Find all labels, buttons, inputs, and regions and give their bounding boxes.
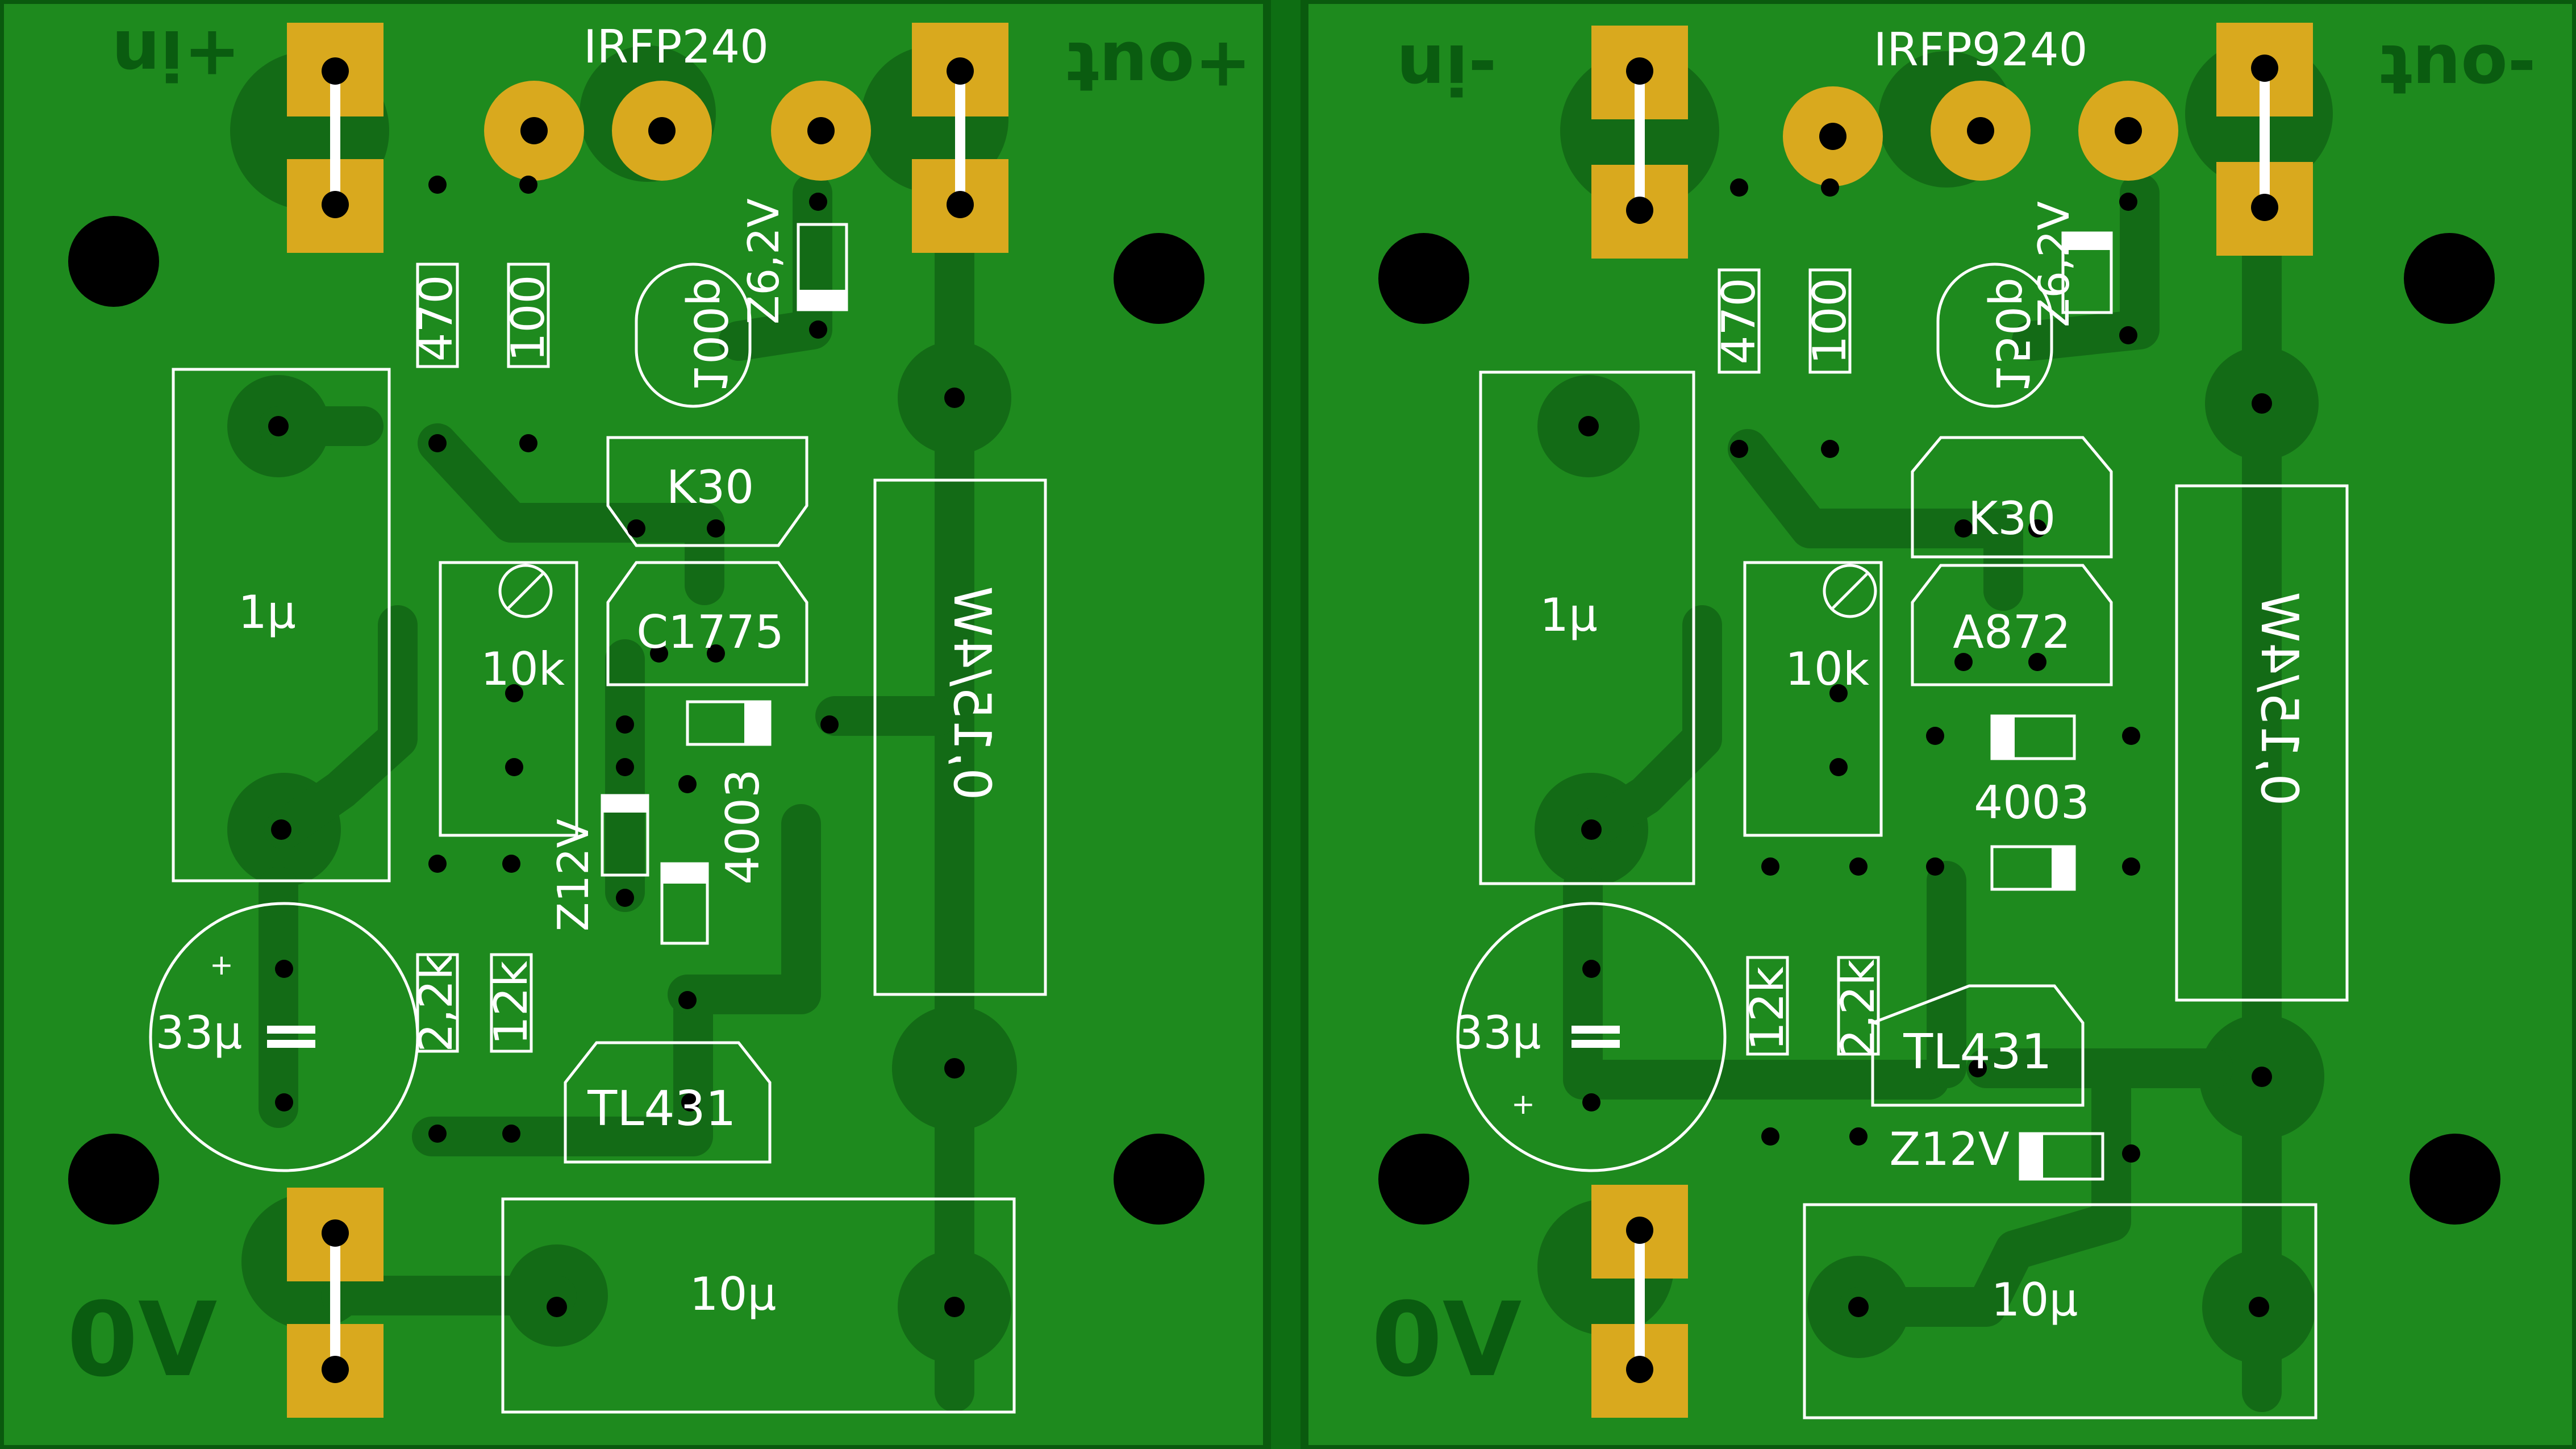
component-labels: IRFP9240 470 100 150p Z6,2V K30 A872 10k… <box>1454 23 2309 1326</box>
capacitor-big-label: 1µ <box>238 586 296 639</box>
drill-holes <box>68 57 1204 1383</box>
drill-holes <box>1378 55 2500 1383</box>
capacitor-small-label: 150p <box>1986 277 2039 393</box>
mosfet-label: IRFP9240 <box>1873 23 2087 76</box>
power-resistor-label: 0,15/4W <box>942 586 1002 801</box>
copper-label-out: +out <box>1066 26 1252 105</box>
silkscreen-outlines <box>1456 231 2349 1419</box>
zener-mid-label: Z12V <box>548 819 598 931</box>
resistor-12k-label: 12k <box>1741 966 1794 1051</box>
electrolytic-label: 33µ <box>1454 1006 1541 1059</box>
potentiometer-label: 10k <box>481 643 565 696</box>
capacitor-bottom-label: 10µ <box>1991 1273 2078 1326</box>
tl431-label: TL431 <box>587 1081 736 1137</box>
zener-top-label: Z6,2V <box>739 198 789 324</box>
terminal-links <box>330 63 965 1375</box>
tl431-label: TL431 <box>1903 1024 2052 1080</box>
zener-mid-label: Z12V <box>1889 1123 2010 1176</box>
pcb-board-right: -in -out 0V <box>1300 0 2576 1449</box>
diode-4003-label: 4003 <box>1974 776 2090 829</box>
copper-labels: -in -out 0V <box>1372 29 2536 1400</box>
electrolytic-plus: + <box>210 948 234 981</box>
copper-label-gnd: 0V <box>67 1281 218 1400</box>
copper-label-out: -out <box>2379 29 2536 108</box>
transistor-k30-label: K30 <box>666 461 754 514</box>
component-labels: IRFP240 470 100 100p Z6,2V K30 C1775 10k… <box>156 20 1002 1321</box>
resistor-2-2k-label: 2,2k <box>1832 959 1885 1058</box>
capacitor-small-label: 100p <box>683 277 736 393</box>
silkscreen-fills <box>267 290 847 1048</box>
board-outline <box>1300 0 2576 1449</box>
resistor-2-2k-label: 2,2k <box>410 953 462 1052</box>
mosfet-label: IRFP240 <box>583 20 769 73</box>
potentiometer-label: 10k <box>1785 643 1870 696</box>
electrolytic-label: 33µ <box>156 1006 243 1059</box>
copper-label-in: +in <box>111 15 240 94</box>
resistor-470-label: 470 <box>410 275 462 362</box>
zener-top-label: Z6,2V <box>2029 201 2079 327</box>
power-resistor-label: 0,15/4W <box>2249 592 2309 806</box>
transistor-k30-label: K30 <box>1968 492 2056 545</box>
copper-label-in: -in <box>1397 29 1497 108</box>
transistor-a872-label: A872 <box>1953 606 2070 659</box>
resistor-470-label: 470 <box>1712 278 1765 365</box>
pcb-board-left: +in +out 0V <box>0 0 1271 1449</box>
capacitor-bottom-label: 10µ <box>690 1268 777 1321</box>
resistor-100-label: 100 <box>502 275 555 362</box>
resistor-100-label: 100 <box>1803 278 1856 365</box>
diode-4003-label: 4003 <box>716 769 769 885</box>
copper-label-gnd: 0V <box>1372 1281 1522 1400</box>
capacitor-big-label: 1µ <box>1540 589 1598 642</box>
copper-labels: +in +out 0V <box>67 15 1252 1400</box>
silkscreen-fills <box>1572 233 2111 1179</box>
silkscreen-outlines <box>149 223 1047 1414</box>
electrolytic-plus: + <box>1511 1088 1535 1121</box>
resistor-12k-label: 12k <box>485 960 537 1045</box>
terminal-links <box>1635 63 2270 1375</box>
transistor-c1775-label: C1775 <box>636 606 783 659</box>
